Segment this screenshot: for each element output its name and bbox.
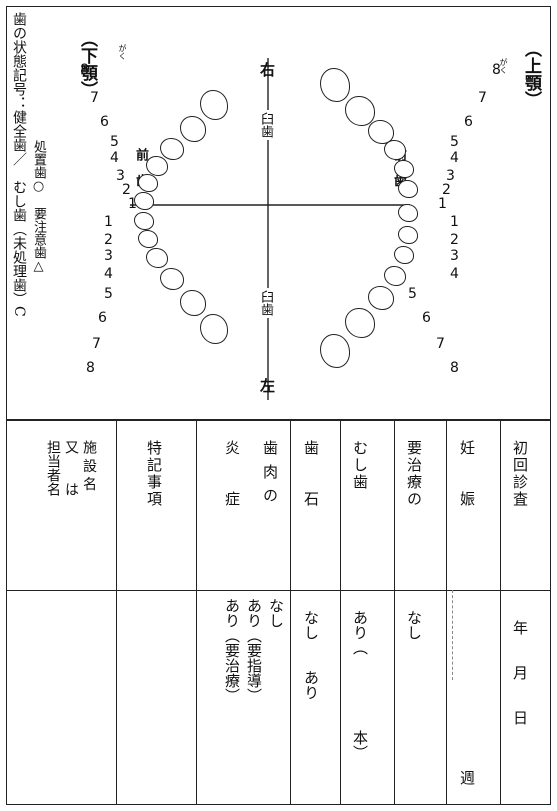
facility-label-2: 又 は — [63, 440, 79, 496]
tooth-number: 5 — [450, 134, 459, 150]
tooth-number: 4 — [450, 150, 459, 166]
tooth-number: 4 — [110, 150, 119, 166]
tooth-number: 1 — [104, 214, 113, 230]
tooth-number: 5 — [110, 134, 119, 150]
lower-tooth[interactable] — [146, 156, 168, 176]
lower-tooth[interactable] — [160, 268, 184, 290]
molar-left-label: 臼歯 — [258, 288, 273, 318]
tooth-number: 7 — [478, 90, 487, 106]
lower-tooth[interactable] — [146, 248, 168, 268]
upper-tooth[interactable] — [384, 140, 406, 160]
tooth-number: 1 — [438, 196, 447, 212]
record-table-frame — [6, 420, 551, 805]
legend-line-2: 処置歯○ 要注意歯△ — [31, 140, 46, 274]
tooth-number: 3 — [104, 248, 113, 264]
calculus-label: 歯 石 — [302, 440, 320, 508]
pregnancy-label: 妊 娠 — [458, 440, 476, 508]
tooth-number: 2 — [450, 232, 459, 248]
lower-tooth[interactable] — [134, 192, 154, 210]
pregnancy-weeks: 週 — [458, 770, 476, 785]
upper-tooth[interactable] — [394, 246, 414, 264]
tooth-number: 1 — [450, 214, 459, 230]
first-exam-date: 年 月 日 — [511, 620, 529, 725]
upper-tooth[interactable] — [345, 308, 375, 338]
first-exam-label: 初回診査 — [511, 440, 529, 508]
tooth-number: 4 — [104, 266, 113, 282]
tooth-number: 5 — [408, 286, 417, 302]
tooth-number: 3 — [446, 168, 455, 184]
tooth-number: 7 — [90, 90, 99, 106]
upper-jaw-label: （上顎） — [521, 40, 541, 108]
tooth-number: 4 — [450, 266, 459, 282]
tooth-number: 3 — [116, 168, 125, 184]
tooth-number: 8 — [80, 62, 89, 78]
tooth-number: 6 — [98, 310, 107, 326]
upper-tooth[interactable] — [398, 226, 418, 244]
treatment-label: 要治療の — [405, 440, 423, 508]
facility-label-1: 施 設 名 — [81, 440, 97, 491]
lower-tooth[interactable] — [160, 138, 184, 160]
tooth-number: 2 — [442, 182, 451, 198]
lower-tooth[interactable] — [138, 174, 158, 192]
tooth-number: 8 — [86, 360, 95, 376]
gum-label-1: 歯 肉 の — [261, 440, 279, 505]
tooth-number: 5 — [104, 286, 113, 302]
tooth-number: 6 — [464, 114, 473, 130]
lower-tooth[interactable] — [138, 230, 158, 248]
tooth-number: 1 — [128, 196, 137, 212]
tooth-number: 2 — [122, 182, 131, 198]
upper-tooth[interactable] — [320, 68, 350, 102]
gum-value-none: なし — [267, 598, 285, 628]
molar-right-label: 臼歯 — [258, 110, 273, 140]
notes-label: 特記事項 — [145, 440, 163, 508]
tooth-number: 7 — [436, 336, 445, 352]
gum-label-2: 炎 症 — [223, 440, 241, 508]
caries-value: あり（ 本） — [351, 610, 369, 760]
lower-tooth[interactable] — [134, 212, 154, 230]
upper-tooth[interactable] — [398, 204, 418, 222]
lower-jaw-label: （下顎） — [77, 30, 97, 98]
legend-line-1: 歯の状態記号：健全歯／ むし歯（未処理歯）C — [11, 12, 27, 317]
upper-jaw-ruby: がく — [499, 58, 508, 74]
upper-tooth[interactable] — [345, 96, 375, 126]
side-right-label: 右 — [258, 62, 276, 77]
upper-tooth[interactable] — [368, 286, 394, 310]
gum-value-treatment: あり（要治療） — [223, 598, 241, 703]
lower-tooth[interactable] — [180, 116, 206, 142]
chart-frame — [6, 6, 551, 420]
upper-tooth[interactable] — [394, 160, 414, 178]
tooth-number: 7 — [92, 336, 101, 352]
tooth-number: 6 — [422, 310, 431, 326]
upper-tooth[interactable] — [320, 334, 350, 368]
lower-tooth[interactable] — [200, 90, 228, 120]
facility-label-3: 担当者名 — [45, 440, 61, 496]
caries-label: むし歯 — [351, 440, 369, 491]
tooth-number: 8 — [450, 360, 459, 376]
lower-jaw-ruby: がく — [118, 44, 127, 60]
tooth-number: 6 — [100, 114, 109, 130]
tooth-number: 8 — [492, 62, 501, 78]
tooth-number: 2 — [104, 232, 113, 248]
upper-tooth[interactable] — [398, 180, 418, 198]
tooth-number: 3 — [450, 248, 459, 264]
calculus-value: なし あり — [302, 610, 320, 700]
side-left-label: 左 — [258, 378, 276, 393]
treatment-value: なし — [405, 610, 423, 640]
lower-tooth[interactable] — [200, 314, 228, 344]
lower-tooth[interactable] — [180, 290, 206, 316]
upper-tooth[interactable] — [384, 266, 406, 286]
gum-value-guidance: あり（要指導） — [245, 598, 263, 703]
